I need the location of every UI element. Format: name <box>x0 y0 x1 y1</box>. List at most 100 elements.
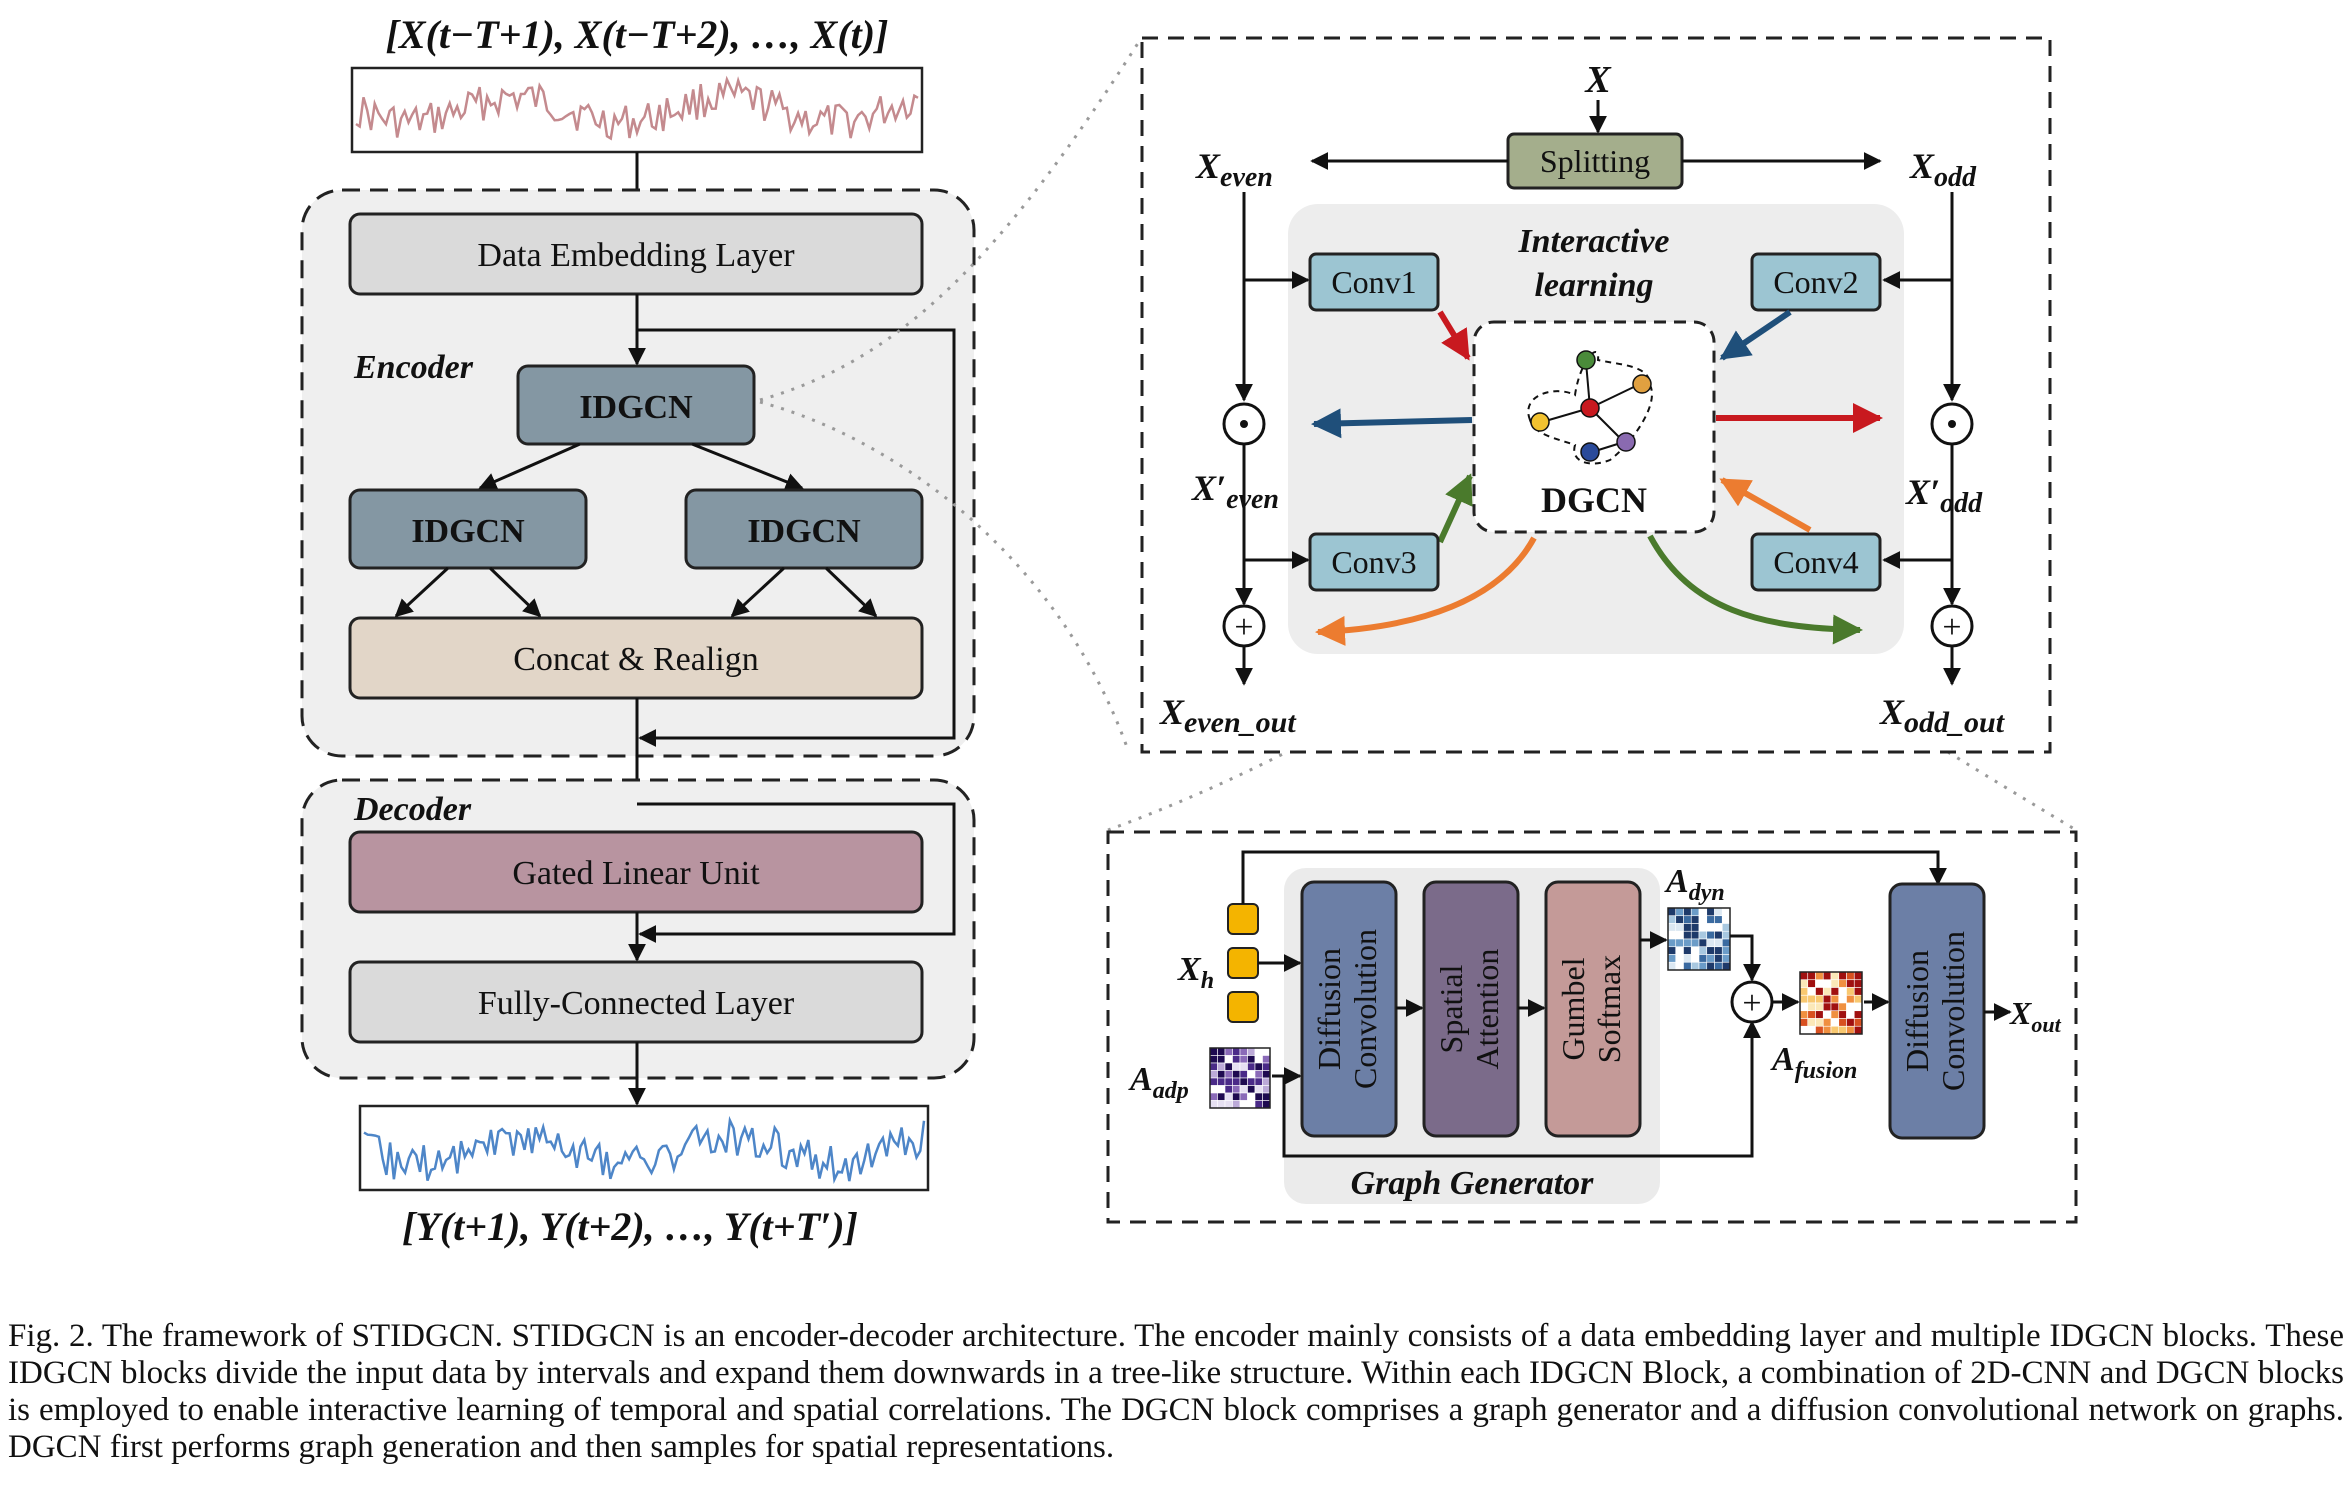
fusion-matrix-cell <box>1830 979 1840 988</box>
x-odd-prime-label: X′odd <box>1905 472 1983 519</box>
adp-matrix-cell <box>1209 1077 1218 1086</box>
adp-matrix-cell <box>1224 1100 1233 1109</box>
idgcn-block-detail: X Splitting Xeven Xodd Conv1 Conv2 Inter… <box>1140 36 2052 754</box>
dyn-matrix-cell <box>1675 954 1684 963</box>
fusion-matrix-cell <box>1822 1018 1832 1027</box>
idgcn-left-label: IDGCN <box>411 513 525 550</box>
adp-matrix-cell <box>1254 1100 1263 1109</box>
dyn-matrix-cell <box>1667 923 1677 932</box>
dyn-matrix-cell <box>1706 961 1715 971</box>
fusion-matrix-cell <box>1815 979 1824 988</box>
adp-matrix-cell <box>1224 1070 1233 1079</box>
adp-matrix-cell <box>1209 1070 1218 1079</box>
adp-matrix-cell <box>1254 1062 1263 1071</box>
dyn-matrix-cell <box>1683 930 1692 940</box>
adp-matrix-cell <box>1232 1070 1241 1079</box>
adp-matrix-cell <box>1247 1070 1256 1079</box>
adp-matrix-cell <box>1254 1077 1263 1086</box>
x-odd-out-label: Xodd_out <box>1879 692 2006 739</box>
sum-node-left-symbol: + <box>1234 609 1253 646</box>
fusion-matrix-cell <box>1799 1018 1809 1027</box>
fusion-matrix-cell <box>1846 987 1855 996</box>
fusion-matrix-cell <box>1846 1010 1855 1019</box>
adp-matrix-cell <box>1217 1062 1226 1071</box>
fusion-matrix-cell <box>1822 979 1832 988</box>
fusion-adjacency-matrix <box>1799 971 1863 1035</box>
diffusion-convolution-1-label: DiffusionConvolution <box>1311 929 1383 1089</box>
fusion-matrix-cell <box>1853 971 1863 981</box>
dyn-matrix-cell <box>1706 915 1715 924</box>
fusion-matrix-cell <box>1838 971 1847 981</box>
fusion-matrix-cell <box>1838 1002 1847 1012</box>
fusion-matrix-cell <box>1815 1025 1824 1035</box>
dgcn-label: DGCN <box>1541 480 1647 520</box>
dyn-matrix-cell <box>1667 930 1677 940</box>
splitting-label: Splitting <box>1540 143 1650 179</box>
input-time-series <box>355 75 919 141</box>
orange-arrow-in <box>1719 477 1812 533</box>
conv4-label: Conv4 <box>1773 544 1858 580</box>
adp-matrix-cell <box>1247 1092 1256 1101</box>
encoder-label: Encoder <box>353 349 474 386</box>
xh-node-1 <box>1227 903 1259 935</box>
adp-matrix-cell <box>1232 1055 1241 1064</box>
dyn-matrix-cell <box>1706 923 1715 932</box>
dyn-matrix-cell <box>1698 961 1708 971</box>
adp-matrix-cell <box>1247 1055 1256 1064</box>
idgcn-right-label: IDGCN <box>747 513 861 550</box>
fusion-matrix-cell <box>1846 1002 1855 1012</box>
dyn-matrix-cell <box>1714 946 1723 955</box>
adp-matrix-cell <box>1209 1062 1218 1071</box>
dyn-matrix-cell <box>1690 946 1700 955</box>
fusion-matrix-cell <box>1815 1002 1824 1012</box>
gated-linear-unit-label: Gated Linear Unit <box>512 855 760 892</box>
adp-matrix-cell <box>1224 1085 1233 1094</box>
fusion-matrix-cell <box>1838 994 1847 1004</box>
fusion-matrix-cell <box>1853 1002 1863 1012</box>
fusion-matrix-cell <box>1799 987 1809 996</box>
output-time-series <box>363 1115 926 1185</box>
dyn-matrix-cell <box>1675 961 1684 971</box>
conv2-label: Conv2 <box>1773 264 1858 300</box>
adp-matrix-cell <box>1217 1077 1226 1086</box>
adp-matrix-cell <box>1209 1047 1218 1056</box>
red-arrow-in <box>1437 310 1471 361</box>
fusion-matrix-cell <box>1822 987 1832 996</box>
dyn-matrix-cell <box>1690 923 1700 932</box>
fusion-matrix-cell <box>1799 979 1809 988</box>
dyn-matrix-cell <box>1667 938 1677 948</box>
fusion-matrix-cell <box>1822 994 1832 1004</box>
dyn-matrix-cell <box>1698 930 1708 940</box>
dyn-matrix-cell <box>1714 961 1723 971</box>
adp-matrix-cell <box>1239 1055 1248 1064</box>
dyn-matrix-cell <box>1667 946 1677 955</box>
concat-realign-label: Concat & Realign <box>513 641 759 678</box>
adp-matrix-cell <box>1239 1085 1248 1094</box>
adp-matrix-cell <box>1232 1100 1241 1109</box>
fusion-matrix-cell <box>1799 971 1809 981</box>
fusion-matrix-cell <box>1846 994 1855 1004</box>
fusion-matrix-cell <box>1822 1025 1832 1035</box>
adp-matrix-cell <box>1217 1070 1226 1079</box>
adp-matrix-cell <box>1254 1055 1263 1064</box>
fusion-matrix-cell <box>1846 971 1855 981</box>
dyn-matrix-cell <box>1706 954 1715 963</box>
dyn-matrix-cell <box>1675 907 1684 917</box>
adp-matrix-cell <box>1262 1062 1271 1071</box>
adp-matrix-cell <box>1262 1070 1271 1079</box>
fusion-matrix-cell <box>1799 1002 1809 1012</box>
dyn-matrix-cell <box>1690 907 1700 917</box>
adp-matrix-cell <box>1224 1055 1233 1064</box>
dyn-matrix-cell <box>1714 930 1723 940</box>
dyn-matrix-cell <box>1667 907 1677 917</box>
graph-generator-label: Graph Generator <box>1351 1165 1595 1202</box>
green-arrow-out <box>1647 534 1863 645</box>
adp-matrix-cell <box>1232 1092 1241 1101</box>
fusion-matrix-cell <box>1815 1010 1824 1019</box>
output-sequence-label: [Y(t+1), Y(t+2), …, Y(t+T′)] <box>402 1204 858 1249</box>
adp-matrix-cell <box>1224 1092 1233 1101</box>
a-dyn-label: Adyn <box>1664 863 1725 906</box>
dyn-matrix-cell <box>1683 915 1692 924</box>
fusion-matrix-cell <box>1807 1018 1816 1027</box>
dyn-matrix-cell <box>1667 954 1677 963</box>
